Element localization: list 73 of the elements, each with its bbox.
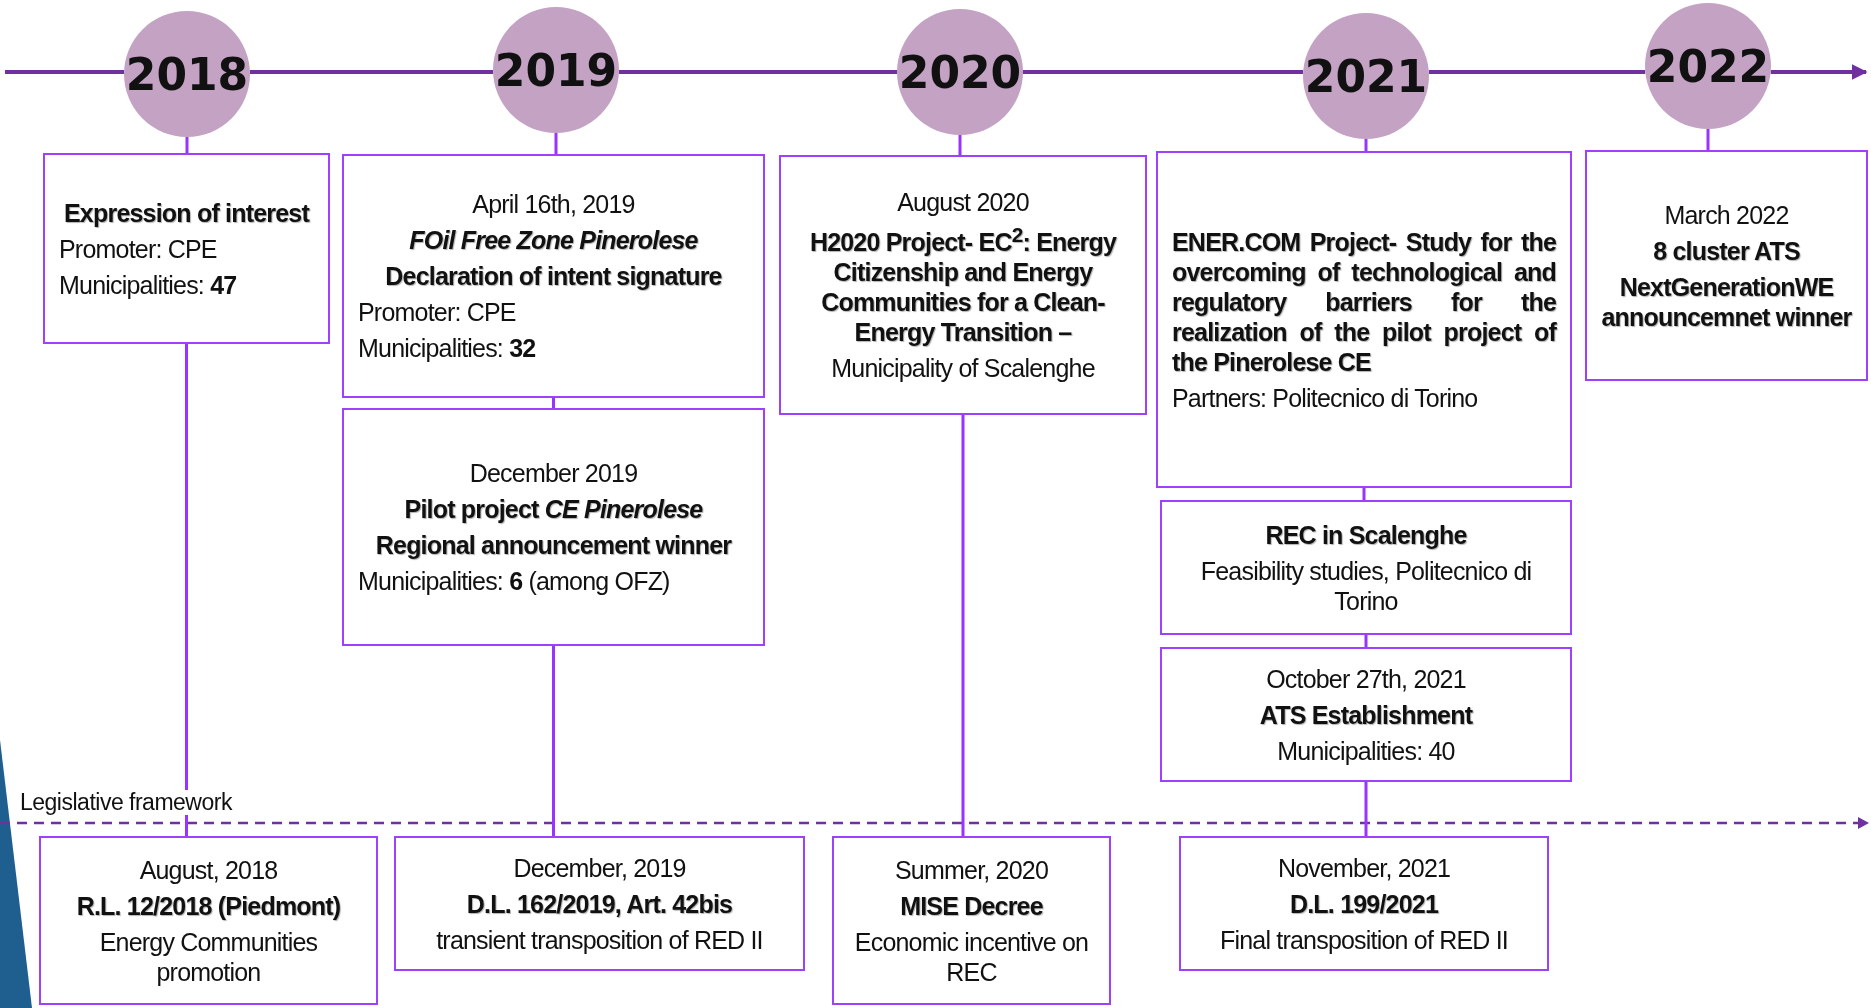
event-text: Municipalities: 32 [358,333,537,363]
arrow [1770,64,1868,80]
connector-line [1364,782,1368,836]
event-box [1160,500,1572,635]
connector-line [185,137,189,153]
event-box [342,154,765,398]
year-label: 2020 [898,46,1022,98]
year-label: 2021 [1304,50,1428,102]
event-text: Energy Communities promotion [98,926,319,987]
event-title: D.L. 199/2021 [1288,888,1440,919]
connector-line [5,70,125,74]
connector-line [554,133,558,154]
event-title: D.L. 162/2019, Art. 42bis [465,888,734,919]
event-text: Summer, 2020 [894,854,1049,885]
event-title: H2020 Project- EC$^{2}$: Energy Citizenship and Energy Communities for a Clean-Energy Transition – [808,222,1118,348]
connector-line [185,344,188,836]
event-text: Promoter: CPE [358,297,517,327]
event-box [1160,647,1572,782]
event-text: November, 2021 [1276,852,1452,883]
event-title: ATS Establishment [1258,699,1474,730]
event-text: March 2022 [1663,199,1790,230]
event-text: Municipality of Scalenghe [830,353,1096,384]
connector-line [552,398,555,408]
event-box [1156,151,1572,488]
event-text: December, 2019 [512,852,687,883]
event-box [779,155,1147,415]
event-text: Promoter: CPE [59,233,218,264]
event-title: 8 cluster ATS [1652,235,1801,266]
event-text: April 16th, 2019 [471,189,636,219]
event-text: Economic incentive on REC [853,926,1090,987]
connector-line [1706,129,1710,150]
section-label: Legislative framework [18,790,234,816]
connector-line [552,646,555,836]
connector-line [618,70,897,74]
law-box [832,836,1111,1005]
connector-line [249,70,494,74]
event-title: NextGenerationWE announcemnet winner [1601,271,1852,332]
event-text: transient transposition of RED II [435,924,764,955]
event-text: Municipalities: 6 (among OFZ) [358,566,671,596]
year-label: 2019 [494,44,618,96]
year-label: 2018 [125,48,249,100]
event-text: Final transposition of RED II [1218,924,1509,955]
event-text: August 2020 [896,186,1030,217]
event-text: Feasibility studies, Politecnico di Torino [1199,555,1533,616]
event-title: R.L. 12/2018 (Piedmont) [75,890,342,921]
connector-line [1362,488,1366,500]
event-title: Expression of interest [63,197,311,228]
event-box [342,408,765,646]
event-text: Municipalities: 47 [59,269,238,300]
event-title: MISE Decree [899,890,1044,921]
event-box [1585,150,1868,381]
event-text: December 2019 [468,458,639,488]
year-label: 2022 [1646,40,1770,92]
connector-line [961,415,965,836]
event-title: Regional announcement winner [374,530,733,560]
event-text: August, 2018 [138,854,279,885]
law-box [1179,836,1549,971]
connector-line [1364,139,1368,151]
law-box [39,836,378,1005]
event-title: ENER.COM Project- Study for the overcoming of technological and regulatory barriers for the realization of the pilot project of the Pinerolese CE [1172,226,1556,377]
event-title: Declaration of intent signature [384,261,723,291]
event-title: REC in Scalenghe [1264,519,1468,550]
event-title: Pilot project CE Pinerolese [403,494,704,524]
law-box [394,836,805,971]
event-title: FOil Free Zone Pinerolese [408,225,699,255]
event-text: October 27th, 2021 [1265,663,1467,694]
event-text: Partners: Politecnico di Torino [1172,382,1479,413]
event-text: Municipalities: 40 [1276,735,1456,766]
connector-line [958,135,962,155]
event-box [43,153,330,344]
connector-line [1364,635,1368,647]
connector-line [1023,70,1304,74]
connector-line [1428,70,1646,74]
